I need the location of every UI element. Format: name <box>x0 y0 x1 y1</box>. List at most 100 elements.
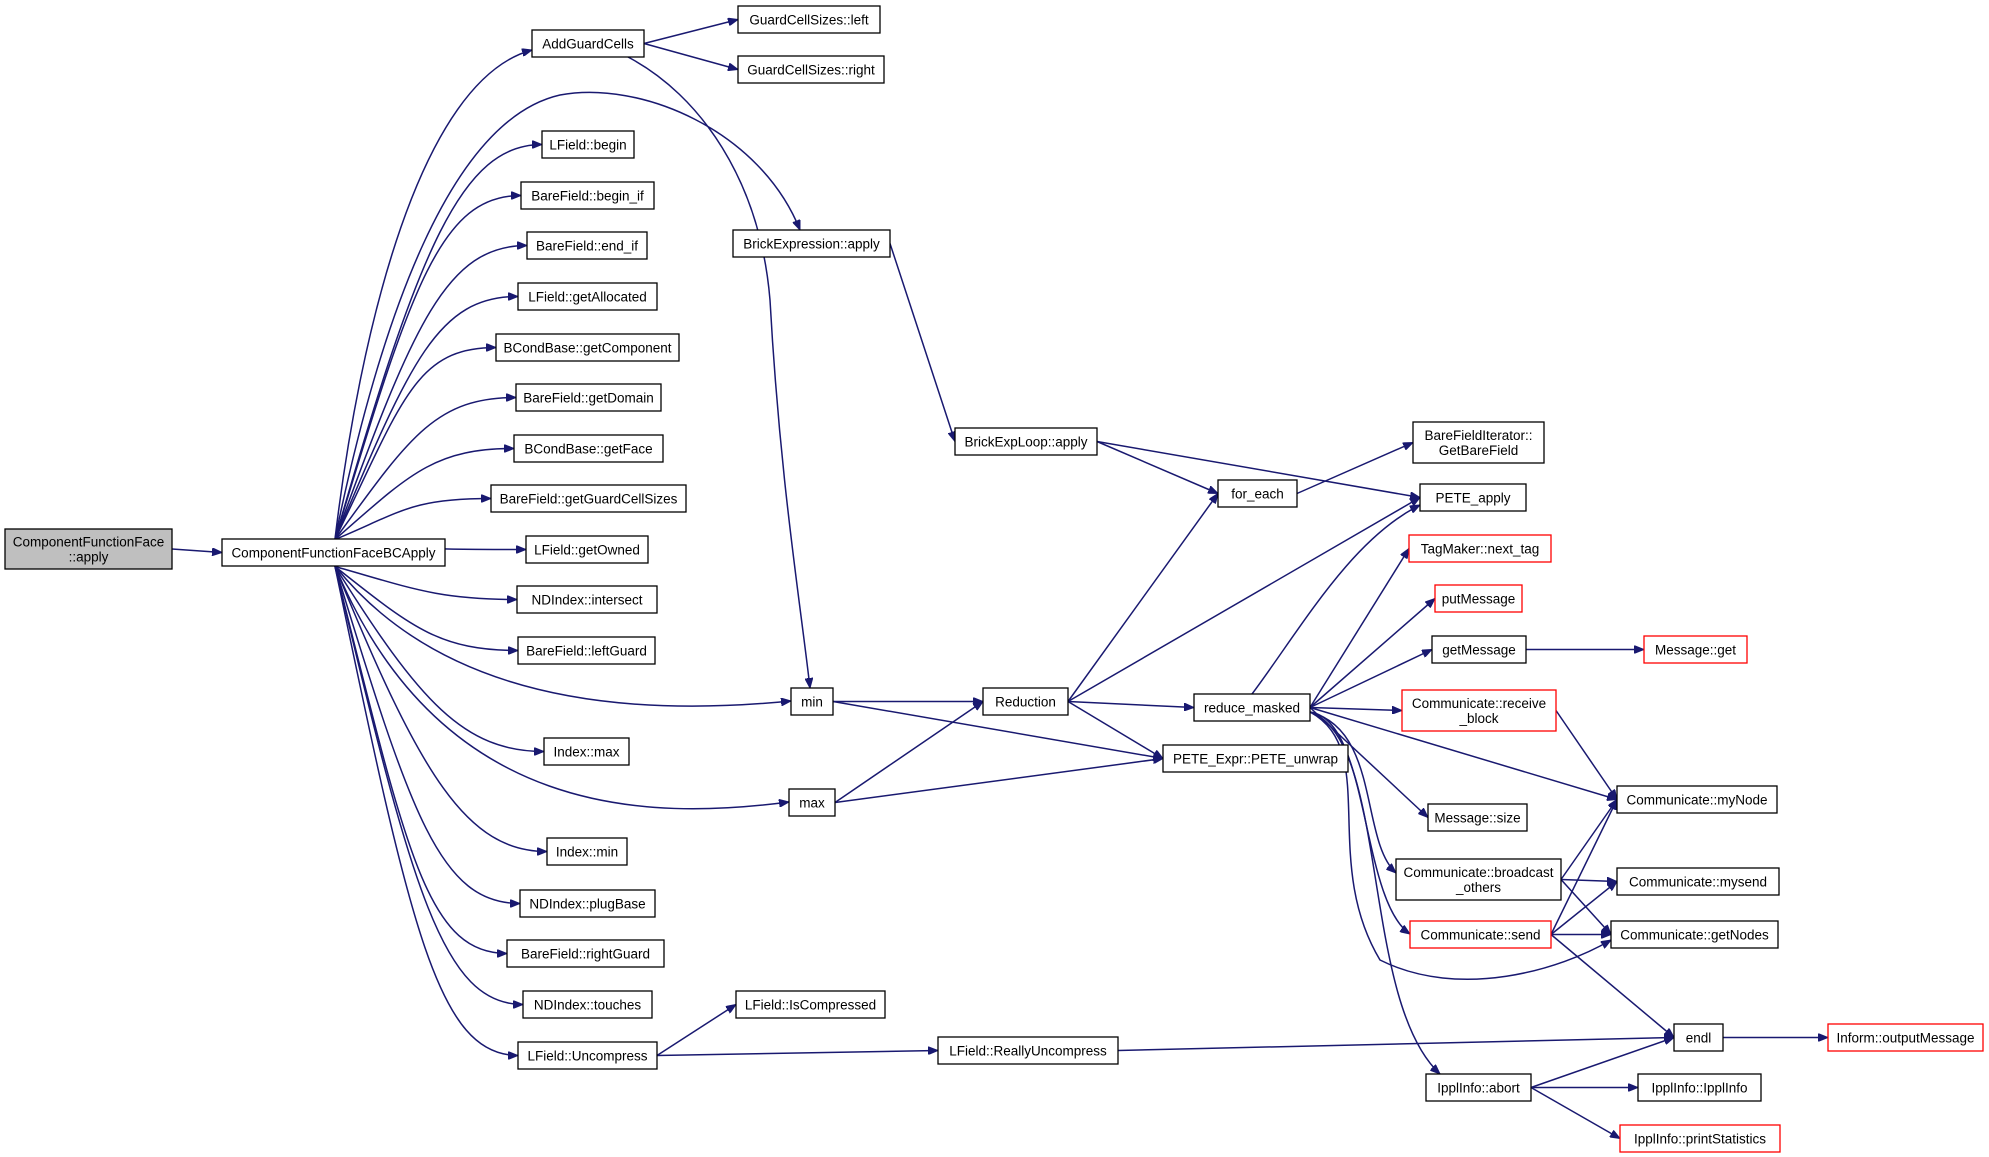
node-bcgetface[interactable]: BCondBase::getFace <box>513 434 664 463</box>
node-gcleft[interactable]: GuardCellSizes::left <box>737 5 881 34</box>
node-nexttag[interactable]: TagMaker::next_tag <box>1408 534 1552 563</box>
node-box[interactable] <box>1610 920 1779 949</box>
node-ndplugbase[interactable]: NDIndex::plugBase <box>519 889 656 918</box>
node-bfbeginif[interactable]: BareField::begin_if <box>520 181 655 210</box>
node-msgsize[interactable]: Message::size <box>1427 803 1528 832</box>
node-box[interactable] <box>495 333 680 362</box>
node-box[interactable] <box>520 181 655 210</box>
node-box[interactable] <box>221 538 446 567</box>
node-box[interactable] <box>525 535 649 564</box>
node-box[interactable] <box>506 939 665 968</box>
node-box[interactable] <box>513 434 664 463</box>
node-box[interactable] <box>1412 421 1545 464</box>
node-box[interactable] <box>1431 635 1527 664</box>
node-brickloop[interactable]: BrickExpLoop::apply <box>954 427 1098 456</box>
node-bfgetdomain[interactable]: BareField::getDomain <box>515 383 662 412</box>
node-idxmin[interactable]: Index::min <box>546 837 628 866</box>
node-box[interactable] <box>1401 689 1557 732</box>
node-lgetowned[interactable]: LField::getOwned <box>525 535 649 564</box>
node-box[interactable] <box>982 687 1069 716</box>
node-max[interactable]: max <box>788 788 836 817</box>
node-box[interactable] <box>790 687 834 716</box>
node-box[interactable] <box>1616 867 1780 896</box>
node-box[interactable] <box>515 383 662 412</box>
node-box[interactable] <box>1673 1023 1724 1052</box>
node-box[interactable] <box>735 990 886 1019</box>
node-box[interactable] <box>1827 1023 1984 1052</box>
node-box[interactable] <box>1162 744 1349 773</box>
node-box[interactable] <box>1616 785 1778 814</box>
node-bcgetcomp[interactable]: BCondBase::getComponent <box>495 333 680 362</box>
node-box[interactable] <box>517 636 656 665</box>
node-box[interactable] <box>1643 635 1748 664</box>
node-box[interactable] <box>1425 1073 1532 1102</box>
node-mysend[interactable]: Communicate::mysend <box>1616 867 1780 896</box>
node-box[interactable] <box>490 484 687 513</box>
node-box[interactable] <box>1619 1124 1781 1153</box>
node-box[interactable] <box>1434 584 1523 613</box>
node-box[interactable] <box>546 837 628 866</box>
node-reducemasked[interactable]: reduce_masked <box>1193 693 1311 722</box>
node-reduction[interactable]: Reduction <box>982 687 1069 716</box>
node-box[interactable] <box>4 528 173 570</box>
node-peteunwrap[interactable]: PETE_Expr::PETE_unwrap <box>1162 744 1349 773</box>
node-box[interactable] <box>1408 534 1552 563</box>
node-box[interactable] <box>737 55 885 84</box>
node-box[interactable] <box>1409 920 1552 949</box>
node-endl[interactable]: endl <box>1673 1023 1724 1052</box>
node-getnodes[interactable]: Communicate::getNodes <box>1610 920 1779 949</box>
node-root[interactable]: ComponentFunctionFace::apply <box>4 528 173 570</box>
node-outputmsg[interactable]: Inform::outputMessage <box>1827 1023 1984 1052</box>
node-gcright[interactable]: GuardCellSizes::right <box>737 55 885 84</box>
node-box[interactable] <box>1419 483 1527 512</box>
node-putmsg[interactable]: putMessage <box>1434 584 1523 613</box>
node-bfgetgcs[interactable]: BareField::getGuardCellSizes <box>490 484 687 513</box>
node-box[interactable] <box>1637 1073 1762 1102</box>
node-bfendif[interactable]: BareField::end_if <box>526 231 648 260</box>
node-bfrightguard[interactable]: BareField::rightGuard <box>506 939 665 968</box>
node-peteapply[interactable]: PETE_apply <box>1419 483 1527 512</box>
node-box[interactable] <box>937 1036 1119 1065</box>
node-box[interactable] <box>732 229 891 258</box>
node-lbegin[interactable]: LField::begin <box>541 130 635 159</box>
node-ipplinfo[interactable]: IpplInfo::IpplInfo <box>1637 1073 1762 1102</box>
node-box[interactable] <box>526 231 648 260</box>
node-ipplabort[interactable]: IpplInfo::abort <box>1425 1073 1532 1102</box>
node-lgetalloc[interactable]: LField::getAllocated <box>517 282 658 311</box>
node-box[interactable] <box>522 990 653 1019</box>
node-box[interactable] <box>788 788 836 817</box>
node-foreach[interactable]: for_each <box>1217 479 1298 508</box>
node-brickexpr[interactable]: BrickExpression::apply <box>732 229 891 258</box>
node-msgget[interactable]: Message::get <box>1643 635 1748 664</box>
node-addguard[interactable]: AddGuardCells <box>531 29 645 58</box>
node-bcapply[interactable]: ComponentFunctionFaceBCApply <box>221 538 446 567</box>
node-box[interactable] <box>1427 803 1528 832</box>
node-box[interactable] <box>531 29 645 58</box>
node-bfleftguard[interactable]: BareField::leftGuard <box>517 636 656 665</box>
node-box[interactable] <box>543 737 630 766</box>
node-ndintersect[interactable]: NDIndex::intersect <box>516 585 658 614</box>
node-bcastothers[interactable]: Communicate::broadcast_others <box>1395 858 1562 901</box>
node-box[interactable] <box>541 130 635 159</box>
node-box[interactable] <box>1395 858 1562 901</box>
node-box[interactable] <box>517 282 658 311</box>
node-getmsg[interactable]: getMessage <box>1431 635 1527 664</box>
node-liscompressed[interactable]: LField::IsCompressed <box>735 990 886 1019</box>
node-min[interactable]: min <box>790 687 834 716</box>
node-box[interactable] <box>954 427 1098 456</box>
node-lreallyuncomp[interactable]: LField::ReallyUncompress <box>937 1036 1119 1065</box>
node-luncompress[interactable]: LField::Uncompress <box>517 1041 658 1070</box>
node-printstats[interactable]: IpplInfo::printStatistics <box>1619 1124 1781 1153</box>
node-bfiter[interactable]: BareFieldIterator::GetBareField <box>1412 421 1545 464</box>
node-box[interactable] <box>519 889 656 918</box>
node-idxmax[interactable]: Index::max <box>543 737 630 766</box>
node-box[interactable] <box>737 5 881 34</box>
node-recvblock[interactable]: Communicate::receive_block <box>1401 689 1557 732</box>
node-commsend[interactable]: Communicate::send <box>1409 920 1552 949</box>
node-box[interactable] <box>1217 479 1298 508</box>
node-box[interactable] <box>516 585 658 614</box>
node-box[interactable] <box>1193 693 1311 722</box>
node-ndtouches[interactable]: NDIndex::touches <box>522 990 653 1019</box>
node-mynode[interactable]: Communicate::myNode <box>1616 785 1778 814</box>
node-box[interactable] <box>517 1041 658 1070</box>
